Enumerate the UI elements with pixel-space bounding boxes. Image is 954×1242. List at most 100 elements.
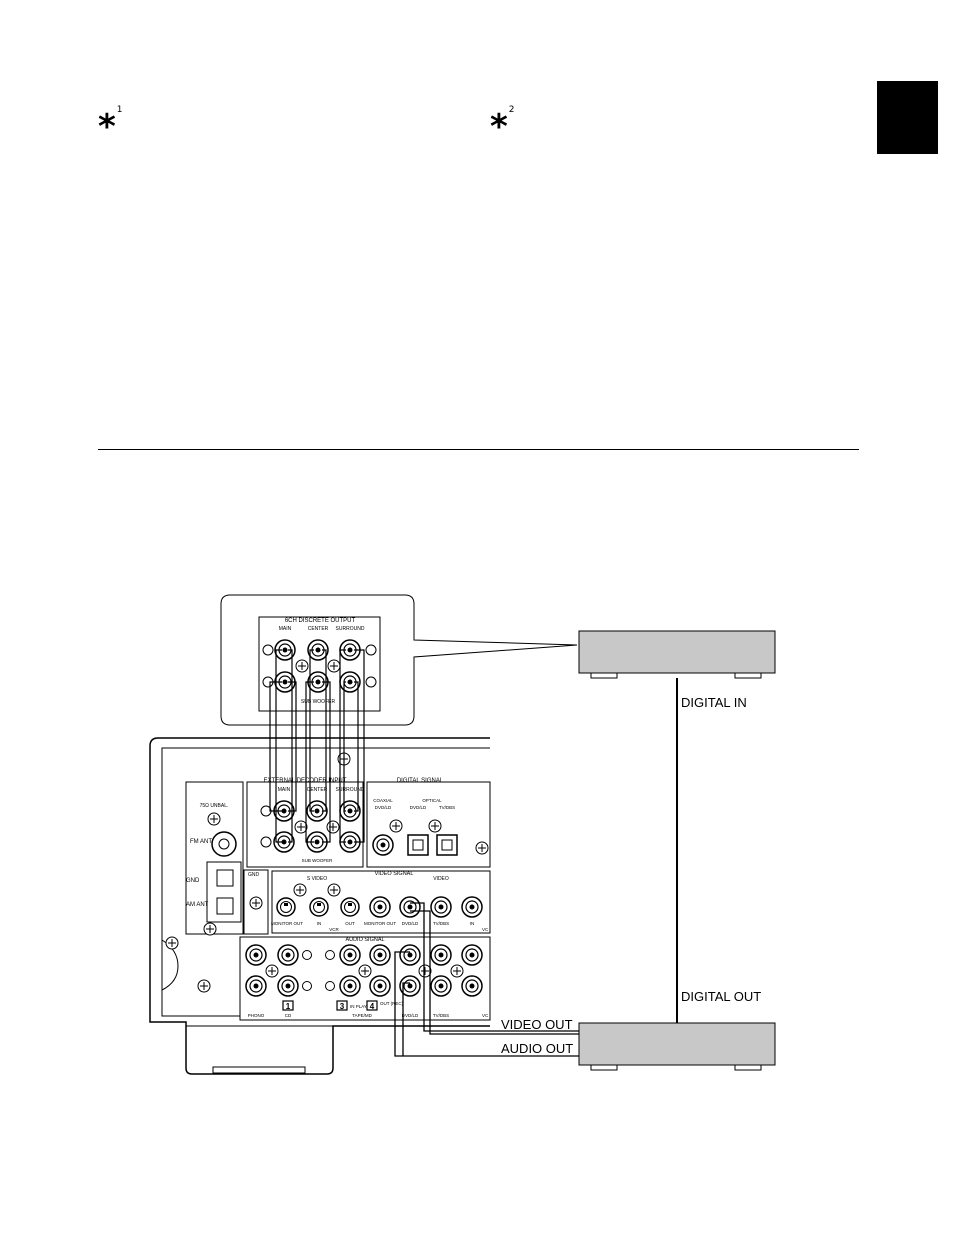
- screw-icon: [327, 659, 341, 673]
- audio-jack: [277, 975, 299, 997]
- screw-icon: [207, 812, 221, 826]
- in-play-label: IN PLAY: [350, 1004, 367, 1009]
- screw-icon: [450, 964, 464, 978]
- vcr-out-label: OUT: [345, 921, 355, 926]
- six-channel-cables: [269, 649, 365, 843]
- v-vc-label: VC: [482, 927, 489, 932]
- screw-icon: [294, 820, 308, 834]
- callout-title: 6CH DISCRETE OUTPUT: [285, 618, 356, 624]
- audio-jack: [245, 975, 267, 997]
- screw-icon: [327, 883, 341, 897]
- section-divider: [98, 449, 859, 450]
- digital-in-label: DIGITAL IN: [681, 695, 747, 710]
- decoder-device: [578, 630, 776, 679]
- screw-icon: [295, 659, 309, 673]
- out-rec-label: OUT (REC): [380, 1001, 404, 1006]
- screw-icon: [293, 883, 307, 897]
- opt-dvd-label: DVD/LD: [410, 805, 427, 810]
- ext-col-surround: SURROUND: [336, 787, 365, 793]
- footnote-asterisk: *: [98, 107, 116, 147]
- audio-jack: [369, 975, 391, 997]
- audio-signal-title: AUDIO SIGNAL: [345, 937, 384, 943]
- video-label: VIDEO: [433, 876, 449, 882]
- am-ant-label: AM ANT: [186, 902, 209, 908]
- ext-col-center: CENTER: [307, 787, 328, 793]
- s-monitor-out-label: MONITOR OUT: [271, 921, 303, 926]
- digital-out-label: DIGITAL OUT: [681, 989, 761, 1004]
- audio-jack: [461, 975, 483, 997]
- coax-dvd-label: DVD/LD: [375, 805, 392, 810]
- opt-tv-label: TV/DBS: [439, 805, 455, 810]
- audio-jack: [245, 944, 267, 966]
- external-decoder-title: EXTERNAL DECODER INPUT: [264, 778, 347, 784]
- video-jack: [369, 896, 391, 918]
- video-jack: [399, 896, 421, 918]
- av-cables: [394, 902, 579, 1057]
- tape-md-label: TAPE/MD: [352, 1013, 372, 1018]
- callout-balloon: 6CH DISCRETE OUTPUT MAIN CENTER SURROUND…: [220, 594, 578, 726]
- footnote-marker-2: *2: [490, 106, 515, 147]
- audio-jack: [339, 944, 361, 966]
- vcr-in-label: IN: [317, 921, 322, 926]
- gnd-terminal-label: GND: [248, 872, 260, 878]
- footnote-ref: 1: [116, 105, 123, 115]
- s-video-jack: [340, 897, 360, 917]
- screw-icon: [428, 819, 442, 833]
- vcr-label: VCR: [329, 927, 339, 932]
- callout-col-surround: SURROUND: [336, 626, 365, 632]
- a-vc-label: VC: [482, 1013, 489, 1018]
- audio-jack: [369, 944, 391, 966]
- screw-icon: [475, 841, 489, 855]
- antenna-impedance-label: 75Ω UNBAL.: [200, 803, 229, 809]
- callout-sub-label: SUB WOOFER: [301, 699, 336, 705]
- callout-col-center: CENTER: [308, 626, 329, 632]
- s-video-jack: [309, 897, 329, 917]
- video-signal-title: VIDEO SIGNAL: [375, 871, 414, 877]
- a-tv-label: TV/DBS: [433, 1013, 449, 1018]
- v-tv-label: TV/DBS: [433, 921, 449, 926]
- coaxial-jack: [372, 834, 394, 856]
- audio-jack: [277, 944, 299, 966]
- audio-jack: [430, 944, 452, 966]
- screw-icon: [197, 979, 211, 993]
- screw-icon: [249, 896, 263, 910]
- footnote-ref: 2: [508, 105, 515, 115]
- v-in-label: IN: [470, 921, 475, 926]
- dvd-player-device: [578, 1022, 776, 1071]
- input-number-4: 4: [370, 1002, 375, 1011]
- s-video-jack: [276, 897, 296, 917]
- phono-label: PHONO: [248, 1013, 265, 1018]
- cd-label: CD: [285, 1013, 292, 1018]
- v-dvd-label: DVD/LD: [402, 921, 419, 926]
- audio-jack: [399, 944, 421, 966]
- ext-col-main: MAIN: [278, 787, 291, 793]
- callout-col-main: MAIN: [279, 626, 292, 632]
- section-tab: [877, 81, 938, 154]
- input-number-3: 3: [340, 1002, 345, 1011]
- gnd-label: GND: [186, 878, 200, 884]
- digital-signal-title: DIGITAL SIGNAL: [397, 778, 444, 784]
- screw-icon: [265, 964, 279, 978]
- v-monitor-out-label: MONITOR OUT: [364, 921, 396, 926]
- audio-jack: [430, 975, 452, 997]
- screw-icon: [358, 964, 372, 978]
- fm-ant-label: FM ANT: [190, 839, 212, 845]
- audio-out-label: AUDIO OUT: [501, 1041, 573, 1056]
- screw-icon: [326, 820, 340, 834]
- receiver-rear-panel: 75Ω UNBAL. FM ANT GND AM ANT GND EXTERNA…: [149, 737, 491, 1075]
- input-number-1: 1: [286, 1002, 291, 1011]
- audio-jack: [339, 975, 361, 997]
- screw-icon: [203, 922, 217, 936]
- video-jack: [430, 896, 452, 918]
- optical-label: OPTICAL: [422, 798, 442, 803]
- screw-icon: [418, 964, 432, 978]
- s-video-label: S VIDEO: [307, 876, 327, 882]
- ext-sub-label: SUB WOOFER: [302, 858, 334, 863]
- footnote-marker-1: *1: [98, 106, 123, 147]
- footnote-asterisk: *: [490, 107, 508, 147]
- video-out-label: VIDEO OUT: [501, 1017, 573, 1032]
- a-dvd-label: DVD/LD: [402, 1013, 419, 1018]
- screw-icon: [389, 819, 403, 833]
- audio-jack: [461, 944, 483, 966]
